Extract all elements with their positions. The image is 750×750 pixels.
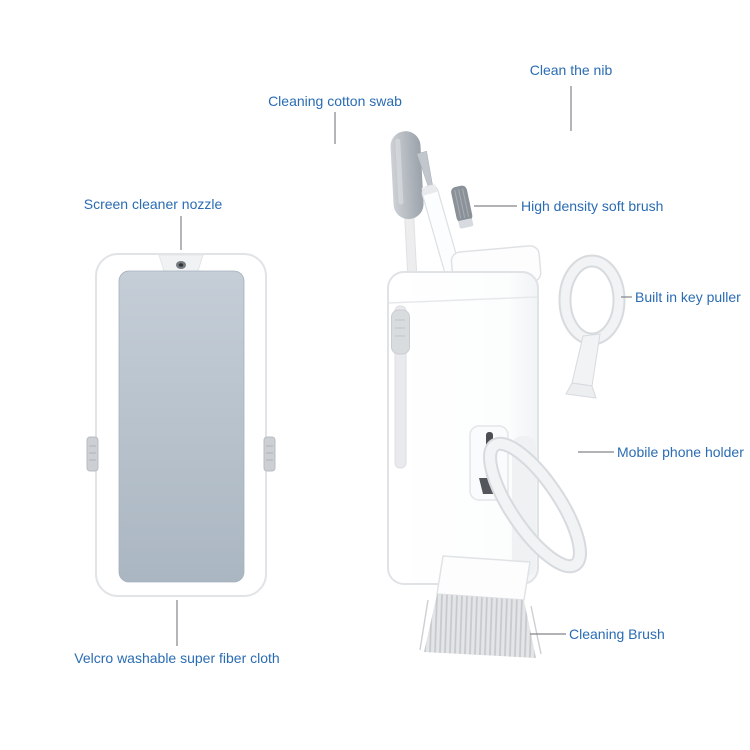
label-cleaning-brush: Cleaning Brush	[569, 626, 665, 642]
fiber-cloth-panel	[118, 270, 245, 583]
nib-pen-tool	[416, 150, 461, 276]
phone-holder-loop	[483, 436, 587, 574]
key-puller-tool	[558, 254, 626, 399]
side-slider	[391, 305, 410, 469]
cleaning-kit-device	[387, 131, 626, 658]
cotton-swab-tool	[390, 131, 424, 279]
lid-seam	[388, 296, 538, 304]
screen-cleaner-device	[86, 253, 276, 597]
label-mobile-phone-holder: Mobile phone holder	[617, 444, 744, 460]
label-cleaning-cotton-swab: Cleaning cotton swab	[268, 93, 402, 109]
side-tab-right	[263, 436, 276, 472]
soft-brush-tool	[451, 185, 474, 229]
label-built-in-key-puller: Built in key puller	[635, 289, 741, 305]
label-screen-cleaner-nozzle: Screen cleaner nozzle	[83, 196, 223, 212]
label-velcro-fiber-cloth: Velcro washable super fiber cloth	[74, 650, 280, 666]
side-tab-left	[86, 436, 99, 472]
label-clean-the-nib: Clean the nib	[529, 62, 613, 78]
cleaning-brush-tool	[419, 555, 542, 658]
callout-lines	[176, 86, 632, 646]
label-high-density-soft-brush: High density soft brush	[521, 198, 664, 214]
